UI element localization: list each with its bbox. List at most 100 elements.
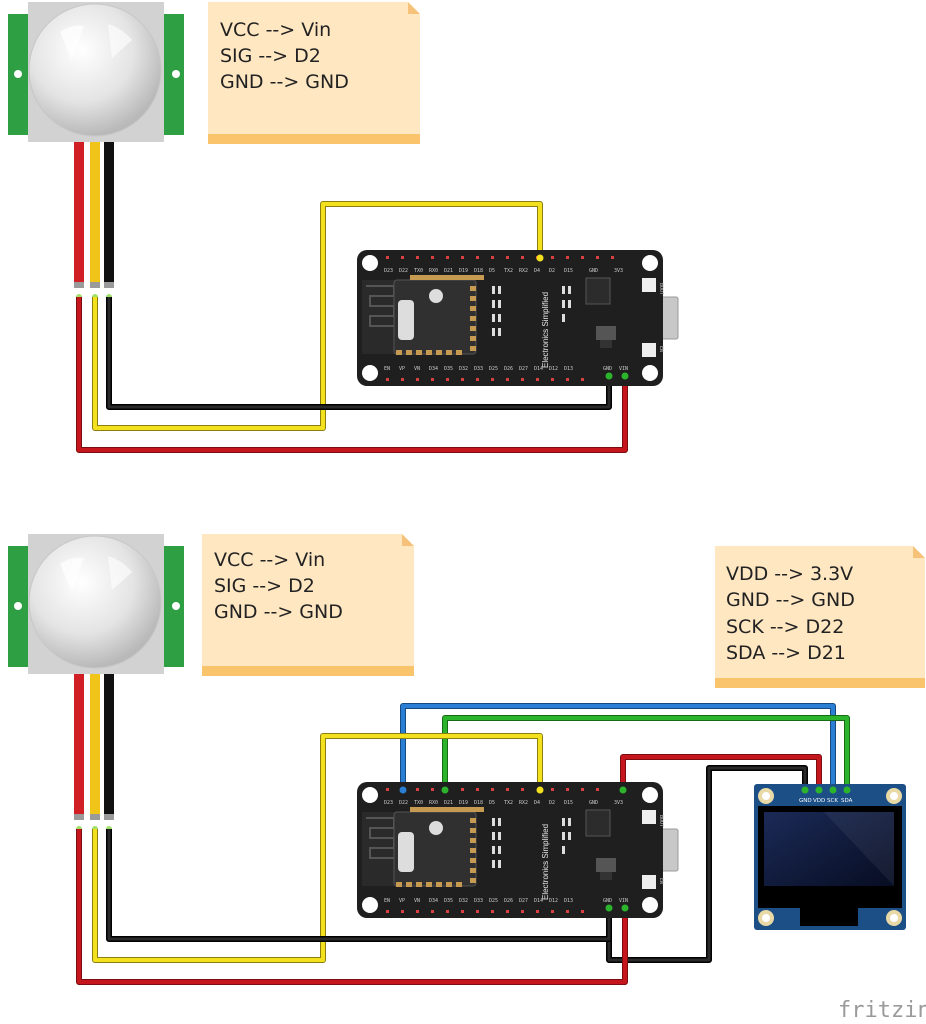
note-line: VDD --> 3.3V — [726, 563, 853, 585]
pin-label: D14 — [534, 898, 543, 904]
pin-label: D15 — [564, 268, 573, 274]
wifi-module-icon — [362, 275, 484, 355]
pin-label: D27 — [519, 366, 528, 372]
pin-label: D34 — [429, 366, 438, 372]
pin-label: D32 — [459, 898, 468, 904]
pin-label: TX0 — [414, 800, 423, 806]
pin-label: D22 — [399, 800, 408, 806]
boot-label: BOOT — [658, 283, 664, 295]
pin-label: D23 — [384, 268, 393, 274]
note-oled: VDD --> 3.3V GND --> GND SCK --> D22 SDA… — [715, 546, 925, 688]
note-line: VCC --> Vin — [214, 549, 325, 571]
note-line: SCK --> D22 — [726, 616, 844, 638]
pin-label: D25 — [489, 898, 498, 904]
pin-label: D35 — [444, 366, 453, 372]
en-button — [642, 343, 656, 357]
pin-label: D23 — [384, 800, 393, 806]
note-line: SIG --> D2 — [220, 45, 321, 67]
note-line: GND --> GND — [214, 601, 343, 623]
pin-label: VIN — [619, 898, 628, 904]
en-label: EN — [658, 346, 664, 352]
top-circuit: VCC --> Vin SIG --> D2 GND --> GND — [8, 2, 679, 453]
fritzing-watermark: fritzing — [838, 998, 926, 1023]
note-line: SIG --> D2 — [214, 575, 315, 597]
pin-label: TX0 — [414, 268, 423, 274]
oled-pin-label: GND — [799, 798, 812, 804]
pin-label: D19 — [459, 800, 468, 806]
pin-label: VIN — [619, 366, 628, 372]
pin-label: EN — [384, 366, 390, 372]
pin-label: GND — [589, 800, 598, 806]
pin-label: EN — [384, 898, 390, 904]
pin-label: VP — [399, 898, 405, 904]
note-top-pir: VCC --> Vin SIG --> D2 GND --> GND — [208, 2, 420, 144]
pin-label: D2 — [549, 268, 555, 274]
pin-header-top — [386, 254, 629, 381]
castellated-pads — [396, 818, 476, 887]
boot-button — [642, 278, 656, 292]
usb-chip — [585, 277, 611, 305]
oled-pin-label: SDA — [841, 798, 853, 804]
pin-label: D35 — [444, 898, 453, 904]
board-title: Electronics Simplified — [541, 292, 550, 368]
pin-label: 3V3 — [614, 268, 623, 274]
pin-label: RX2 — [519, 800, 528, 806]
board-title: Electronics Simplified — [541, 824, 550, 900]
castellated-pads — [396, 286, 476, 355]
pin-label: D4 — [534, 800, 540, 806]
note-bottom-pir: VCC --> Vin SIG --> D2 GND --> GND — [202, 534, 414, 676]
pir-sensor-top — [8, 2, 184, 300]
pin-label: D26 — [504, 366, 513, 372]
pin-label: D12 — [549, 898, 558, 904]
pin-label: D33 — [474, 366, 483, 372]
smd-components — [492, 818, 571, 868]
pin-label: D15 — [564, 800, 573, 806]
boot-label: BOOT — [658, 815, 664, 827]
pin-label: RX0 — [429, 800, 438, 806]
oled-pin-label: VDD — [813, 798, 825, 804]
pin-label: GND — [589, 268, 598, 274]
en-button — [642, 875, 656, 889]
pin-label: D13 — [564, 366, 573, 372]
esp32-board-top: D23 D22 TX0 RX0 D21 D19 D18 D5 TX2 RX2 D… — [357, 250, 679, 386]
pin-label: RX2 — [519, 268, 528, 274]
pin-label: D21 — [444, 268, 453, 274]
pin-label: RX0 — [429, 268, 438, 274]
pin-label: D19 — [459, 268, 468, 274]
pin-label: D4 — [534, 268, 540, 274]
pin-label: D18 — [474, 268, 483, 274]
esp32-board-bottom: D23 D22 TX0 RX0 D21 D19 D18 D5 TX2 RX2 D… — [357, 782, 679, 918]
pin-label: TX2 — [504, 268, 513, 274]
oled-display: GND VDD SCK SDA — [754, 784, 906, 930]
pir-sensor-bottom — [8, 534, 184, 832]
pin-label: D34 — [429, 898, 438, 904]
pin-label: D26 — [504, 898, 513, 904]
oled-pin-label: SCK — [827, 798, 838, 804]
pin-label: D25 — [489, 366, 498, 372]
wifi-module-icon — [362, 807, 484, 887]
bottom-circuit: VCC --> Vin SIG --> D2 GND --> GND VDD -… — [8, 534, 925, 985]
pin-label: D21 — [444, 800, 453, 806]
voltage-regulator — [596, 858, 616, 872]
pin-label: VP — [399, 366, 405, 372]
pin-label: D14 — [534, 366, 543, 372]
pin-label: D18 — [474, 800, 483, 806]
en-label: EN — [658, 878, 664, 884]
note-line: VCC --> Vin — [220, 19, 331, 41]
pin-label: D33 — [474, 898, 483, 904]
pin-label: 3V3 — [614, 800, 623, 806]
pin-label: VN — [414, 366, 420, 372]
pin-label: D2 — [549, 800, 555, 806]
wires-bottom — [76, 703, 850, 985]
voltage-regulator — [596, 326, 616, 340]
wires-top — [76, 201, 628, 453]
pin-header-bottom — [386, 786, 629, 913]
pin-label: VN — [414, 898, 420, 904]
pin-label: D5 — [489, 800, 495, 806]
pin-label: GND — [603, 898, 612, 904]
pin-label: D32 — [459, 366, 468, 372]
pin-label: TX2 — [504, 800, 513, 806]
note-line: GND --> GND — [220, 71, 349, 93]
pin-label: D12 — [549, 366, 558, 372]
